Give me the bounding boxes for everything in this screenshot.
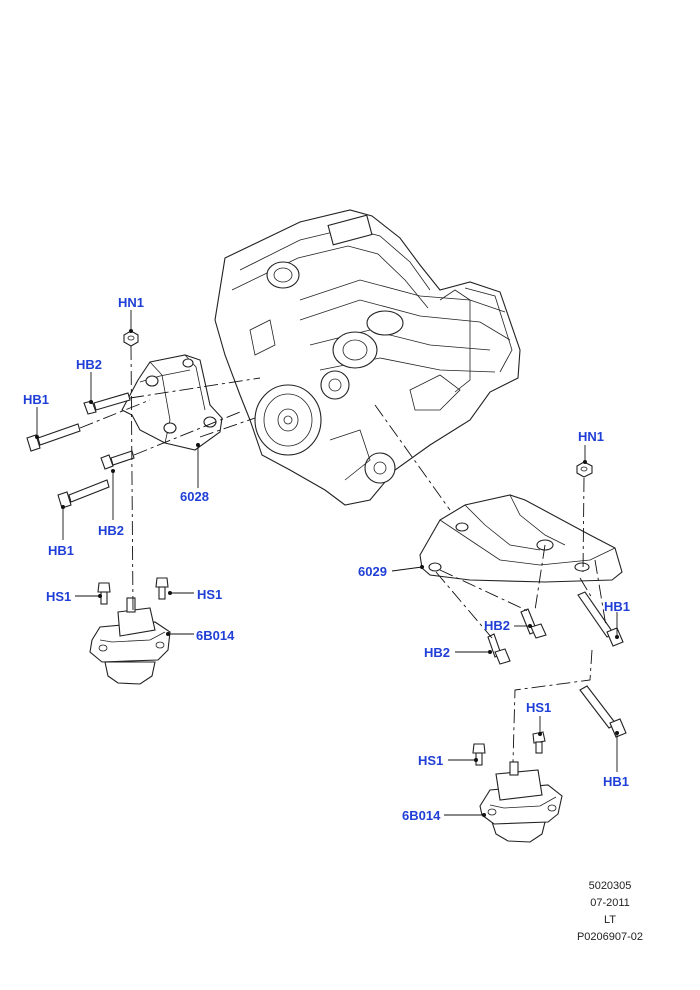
left-bolt-hb1-top [26, 423, 81, 452]
callout-hb2-right-a: HB2 [484, 618, 510, 633]
assembly-centerlines [79, 345, 607, 763]
right-engine-bracket-6029 [419, 494, 623, 583]
callout-hb2-left-top: HB2 [76, 357, 102, 372]
callout-hn1-left: HN1 [118, 295, 144, 310]
callout-hb1-left-bottom: HB1 [48, 543, 74, 558]
callout-hs1-right-a: HS1 [526, 700, 551, 715]
callout-bracket-6028: 6028 [180, 489, 209, 504]
left-engine-mount-6b014 [89, 597, 171, 685]
right-bolt-hs1-b [472, 743, 486, 766]
left-bolt-hs1-b [155, 577, 169, 600]
illustration-reference-block: 5020305 07-2011 LT P0206907-02 [540, 878, 680, 946]
callout-hb2-right-b: HB2 [424, 645, 450, 660]
left-bolt-hb2-bottom [100, 450, 135, 470]
callout-bracket-6029: 6029 [358, 564, 387, 579]
callout-hs1-right-b: HS1 [418, 753, 443, 768]
left-nut-hn1 [123, 330, 139, 347]
right-nut-hn1 [576, 461, 593, 478]
left-bolt-hs1-a [97, 582, 111, 605]
callout-hs1-left-a: HS1 [46, 589, 71, 604]
callout-mount-6b014-right: 6B014 [402, 808, 441, 823]
callout-leader-lines [36, 310, 618, 816]
callout-hn1-right: HN1 [578, 429, 604, 444]
right-bolt-hb2-a [520, 608, 547, 639]
callout-hb2-left-bottom: HB2 [98, 523, 124, 538]
callout-hb1-left-top: HB1 [23, 392, 49, 407]
callout-hb1-right-top: HB1 [604, 599, 630, 614]
left-engine-bracket-6028 [121, 354, 223, 451]
reference-code: 5020305 [588, 880, 632, 892]
reference-date: 07-2011 [590, 897, 630, 909]
callout-leader-dots [35, 329, 619, 817]
callout-hb1-right-bottom: HB1 [603, 774, 629, 789]
reference-illustration-id: P0206907-02 [576, 931, 644, 943]
callout-hs1-left-b: HS1 [197, 587, 222, 602]
callout-labels: HN1 HB2 HB1 HB2 HB1 6028 HS1 HS1 6B014 H… [23, 295, 630, 823]
left-bolt-hb1-bottom [57, 479, 110, 509]
callout-mount-6b014-left: 6B014 [196, 628, 235, 643]
right-bolt-hb1-bottom [579, 685, 627, 738]
reference-side: LT [603, 914, 617, 926]
right-bolt-hb2-b [487, 633, 511, 665]
engine-block-illustration [214, 209, 521, 506]
right-engine-mount-6b014 [479, 761, 563, 843]
